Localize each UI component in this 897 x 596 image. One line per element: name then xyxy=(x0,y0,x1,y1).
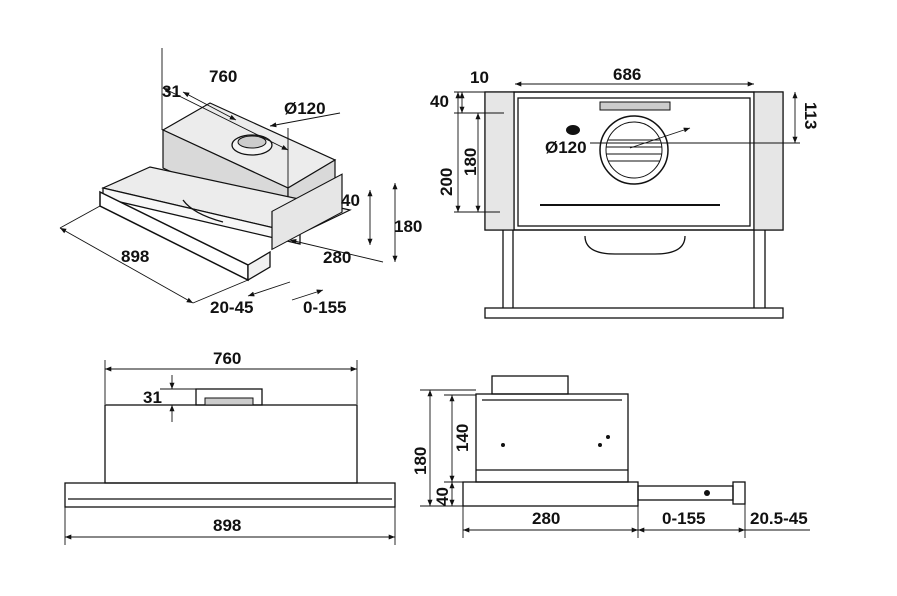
dim-10-top: 10 xyxy=(470,68,489,87)
dim-180-persp: 180 xyxy=(394,217,422,236)
dim-200-top: 200 xyxy=(437,168,456,196)
top-visor-bar xyxy=(484,307,784,319)
dim-40-top: 40 xyxy=(430,92,449,111)
dim-20-45-persp: 20-45 xyxy=(210,298,253,317)
dim-280-side: 280 xyxy=(532,509,560,528)
dim-686-top: 686 xyxy=(613,65,641,84)
side-base xyxy=(462,481,639,507)
top-view: 10 686 40 180 200 113 Ø120 xyxy=(430,65,820,319)
handle xyxy=(182,199,224,223)
front-body xyxy=(104,404,358,484)
side-rail-end xyxy=(732,481,746,505)
dim-280-persp: 280 xyxy=(323,248,351,267)
dim-113-top: 113 xyxy=(801,102,820,129)
side-view: 180 140 40 280 0-155 20.5-45 xyxy=(411,375,810,538)
dim-898-persp: 898 xyxy=(121,247,149,266)
top-inner xyxy=(517,97,751,227)
rear-block xyxy=(271,173,343,251)
dim-duct-persp: Ø120 xyxy=(284,99,326,118)
dim-0-155-side: 0-155 xyxy=(662,509,705,528)
side-rail xyxy=(637,485,734,501)
top-duct-circle xyxy=(599,115,669,185)
side-collar xyxy=(491,375,569,395)
dim-180-side: 180 xyxy=(411,447,430,475)
front-view: 760 31 898 xyxy=(64,349,396,545)
side-body xyxy=(475,393,629,483)
dim-31-top: 31 xyxy=(162,82,181,101)
dim-898-front: 898 xyxy=(213,516,241,535)
dim-760-front: 760 xyxy=(213,349,241,368)
front-visor xyxy=(64,482,396,508)
top-handle xyxy=(584,235,686,255)
dim-180-top: 180 xyxy=(461,148,480,176)
visor-slide-end xyxy=(247,250,271,282)
dim-40-persp: 40 xyxy=(341,191,360,210)
dim-140-side: 140 xyxy=(453,424,472,452)
dim-duct-top: Ø120 xyxy=(545,138,587,157)
dim-40-side: 40 xyxy=(433,487,452,506)
dim-760-top: 760 xyxy=(209,67,237,86)
dim-20-5-45-side: 20.5-45 xyxy=(750,509,808,528)
perspective-view: 760 31 Ø120 898 40 180 280 20-45 0-155 xyxy=(59,48,422,317)
dim-31-front: 31 xyxy=(143,388,162,407)
dim-0-155-persp: 0-155 xyxy=(303,298,346,317)
